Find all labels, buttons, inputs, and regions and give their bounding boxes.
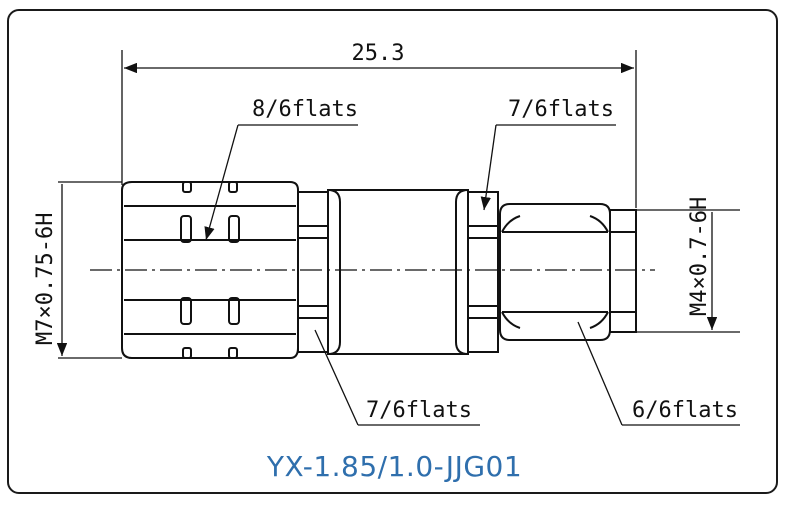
drawing-frame xyxy=(7,9,778,494)
left-collar xyxy=(297,191,329,353)
leader-right-nut xyxy=(577,321,740,426)
leader-center-bottom xyxy=(314,329,480,426)
overall-length-text: 25.3 xyxy=(352,41,405,66)
right-nut xyxy=(499,203,611,341)
left-thread-text: M7×0.75-6H xyxy=(33,213,58,345)
label-right-nut: 6/6flats xyxy=(632,398,738,423)
right-thread-dimension xyxy=(636,209,740,333)
leader-center-top xyxy=(480,124,616,211)
right-thread-text: M4×0.7-6H xyxy=(687,197,712,316)
label-center-top: 7/6flats xyxy=(508,97,614,122)
right-pin xyxy=(609,209,637,333)
leader-left-nut xyxy=(204,124,358,241)
right-collar xyxy=(467,191,499,353)
left-thread-dimension xyxy=(56,181,122,359)
left-nut xyxy=(121,181,299,359)
part-number-caption: YX-1.85/1.0-JJG01 xyxy=(266,450,523,483)
overall-dimension xyxy=(121,50,637,208)
body-hex xyxy=(327,189,469,355)
label-center-bottom: 7/6flats xyxy=(366,398,472,423)
label-left-nut: 8/6flats xyxy=(252,97,358,122)
